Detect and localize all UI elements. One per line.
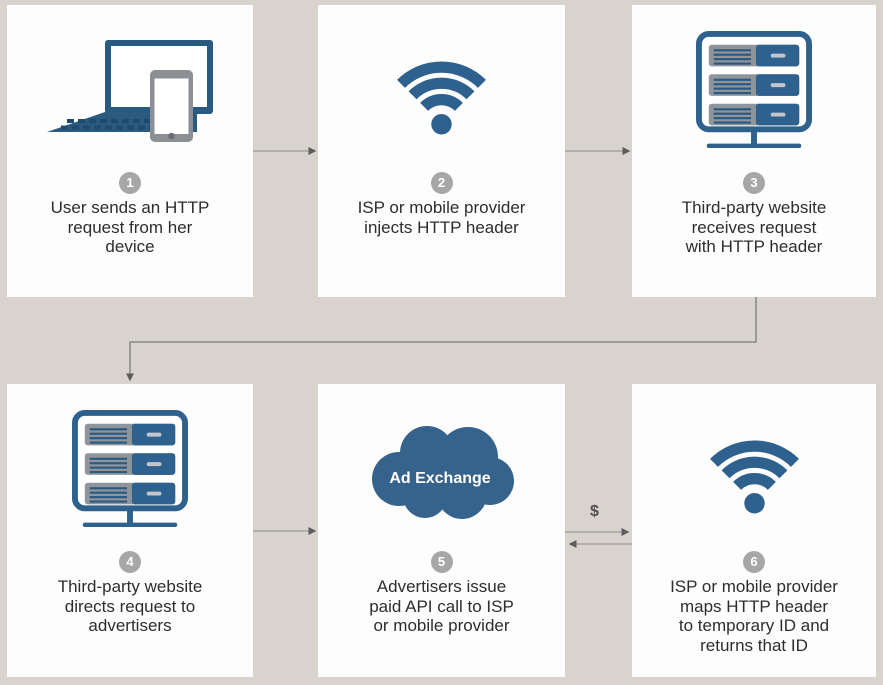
caption-line: returns that ID bbox=[700, 635, 808, 655]
step-number-badge: 1 bbox=[119, 172, 141, 194]
caption-line: device bbox=[105, 237, 155, 256]
step-2-card: 2 ISP or mobile provider injects HTTP he… bbox=[318, 5, 565, 297]
caption-line: to temporary ID and bbox=[678, 616, 830, 635]
wifi-icon bbox=[318, 25, 565, 157]
step-caption: Third-party website directs request to a… bbox=[13, 577, 247, 636]
caption-line: Advertisers issue bbox=[376, 577, 507, 596]
laptop-phone-icon bbox=[7, 25, 253, 157]
step-6-card: 6 ISP or mobile provider maps HTTP heade… bbox=[632, 384, 876, 677]
caption-line: request from her bbox=[67, 217, 193, 237]
step-number-badge: 3 bbox=[743, 172, 765, 194]
step-caption: Advertisers issue paid API call to ISP o… bbox=[324, 577, 559, 636]
server-icon bbox=[632, 25, 876, 157]
caption-line: with HTTP header bbox=[685, 237, 823, 256]
step-number-badge: 2 bbox=[430, 172, 453, 194]
cloud-icon: Ad Exchange bbox=[318, 404, 565, 536]
cloud-label: Ad Exchange bbox=[389, 470, 490, 487]
step-5-card: Ad Exchange 5 Advertisers issue paid API… bbox=[318, 384, 565, 677]
server-icon bbox=[7, 404, 253, 536]
step-caption: ISP or mobile provider injects HTTP head… bbox=[324, 198, 559, 237]
step-number-badge: 5 bbox=[430, 551, 453, 573]
caption-line: paid API call to ISP bbox=[369, 596, 514, 616]
dollar-label: $ bbox=[590, 503, 599, 520]
step-caption: ISP or mobile provider maps HTTP header … bbox=[638, 577, 870, 655]
step-4-card: 4 Third-party website directs request to… bbox=[7, 384, 253, 677]
caption-line: injects HTTP header bbox=[364, 217, 519, 237]
caption-line: receives request bbox=[691, 217, 817, 237]
step-3-card: 3 Third-party website receives request w… bbox=[632, 5, 876, 297]
caption-line: or mobile provider bbox=[373, 616, 510, 635]
step-caption: User sends an HTTP request from her devi… bbox=[13, 198, 247, 257]
caption-line: maps HTTP header bbox=[679, 596, 829, 616]
caption-line: Third-party website bbox=[681, 198, 827, 217]
caption-line: advertisers bbox=[88, 616, 172, 635]
step-caption: Third-party website receives request wit… bbox=[638, 198, 870, 257]
caption-line: ISP or mobile provider bbox=[357, 198, 526, 217]
caption-line: directs request to bbox=[64, 596, 196, 616]
wifi-icon bbox=[632, 404, 876, 536]
step-number-badge: 6 bbox=[743, 551, 765, 573]
arrow-step3-to-step4 bbox=[126, 297, 757, 382]
caption-line: User sends an HTTP bbox=[50, 198, 210, 217]
caption-line: Third-party website bbox=[57, 577, 203, 596]
step-number-badge: 4 bbox=[119, 551, 141, 573]
caption-line: ISP or mobile provider bbox=[670, 577, 838, 596]
step-1-card: 1 User sends an HTTP request from her de… bbox=[7, 5, 253, 297]
